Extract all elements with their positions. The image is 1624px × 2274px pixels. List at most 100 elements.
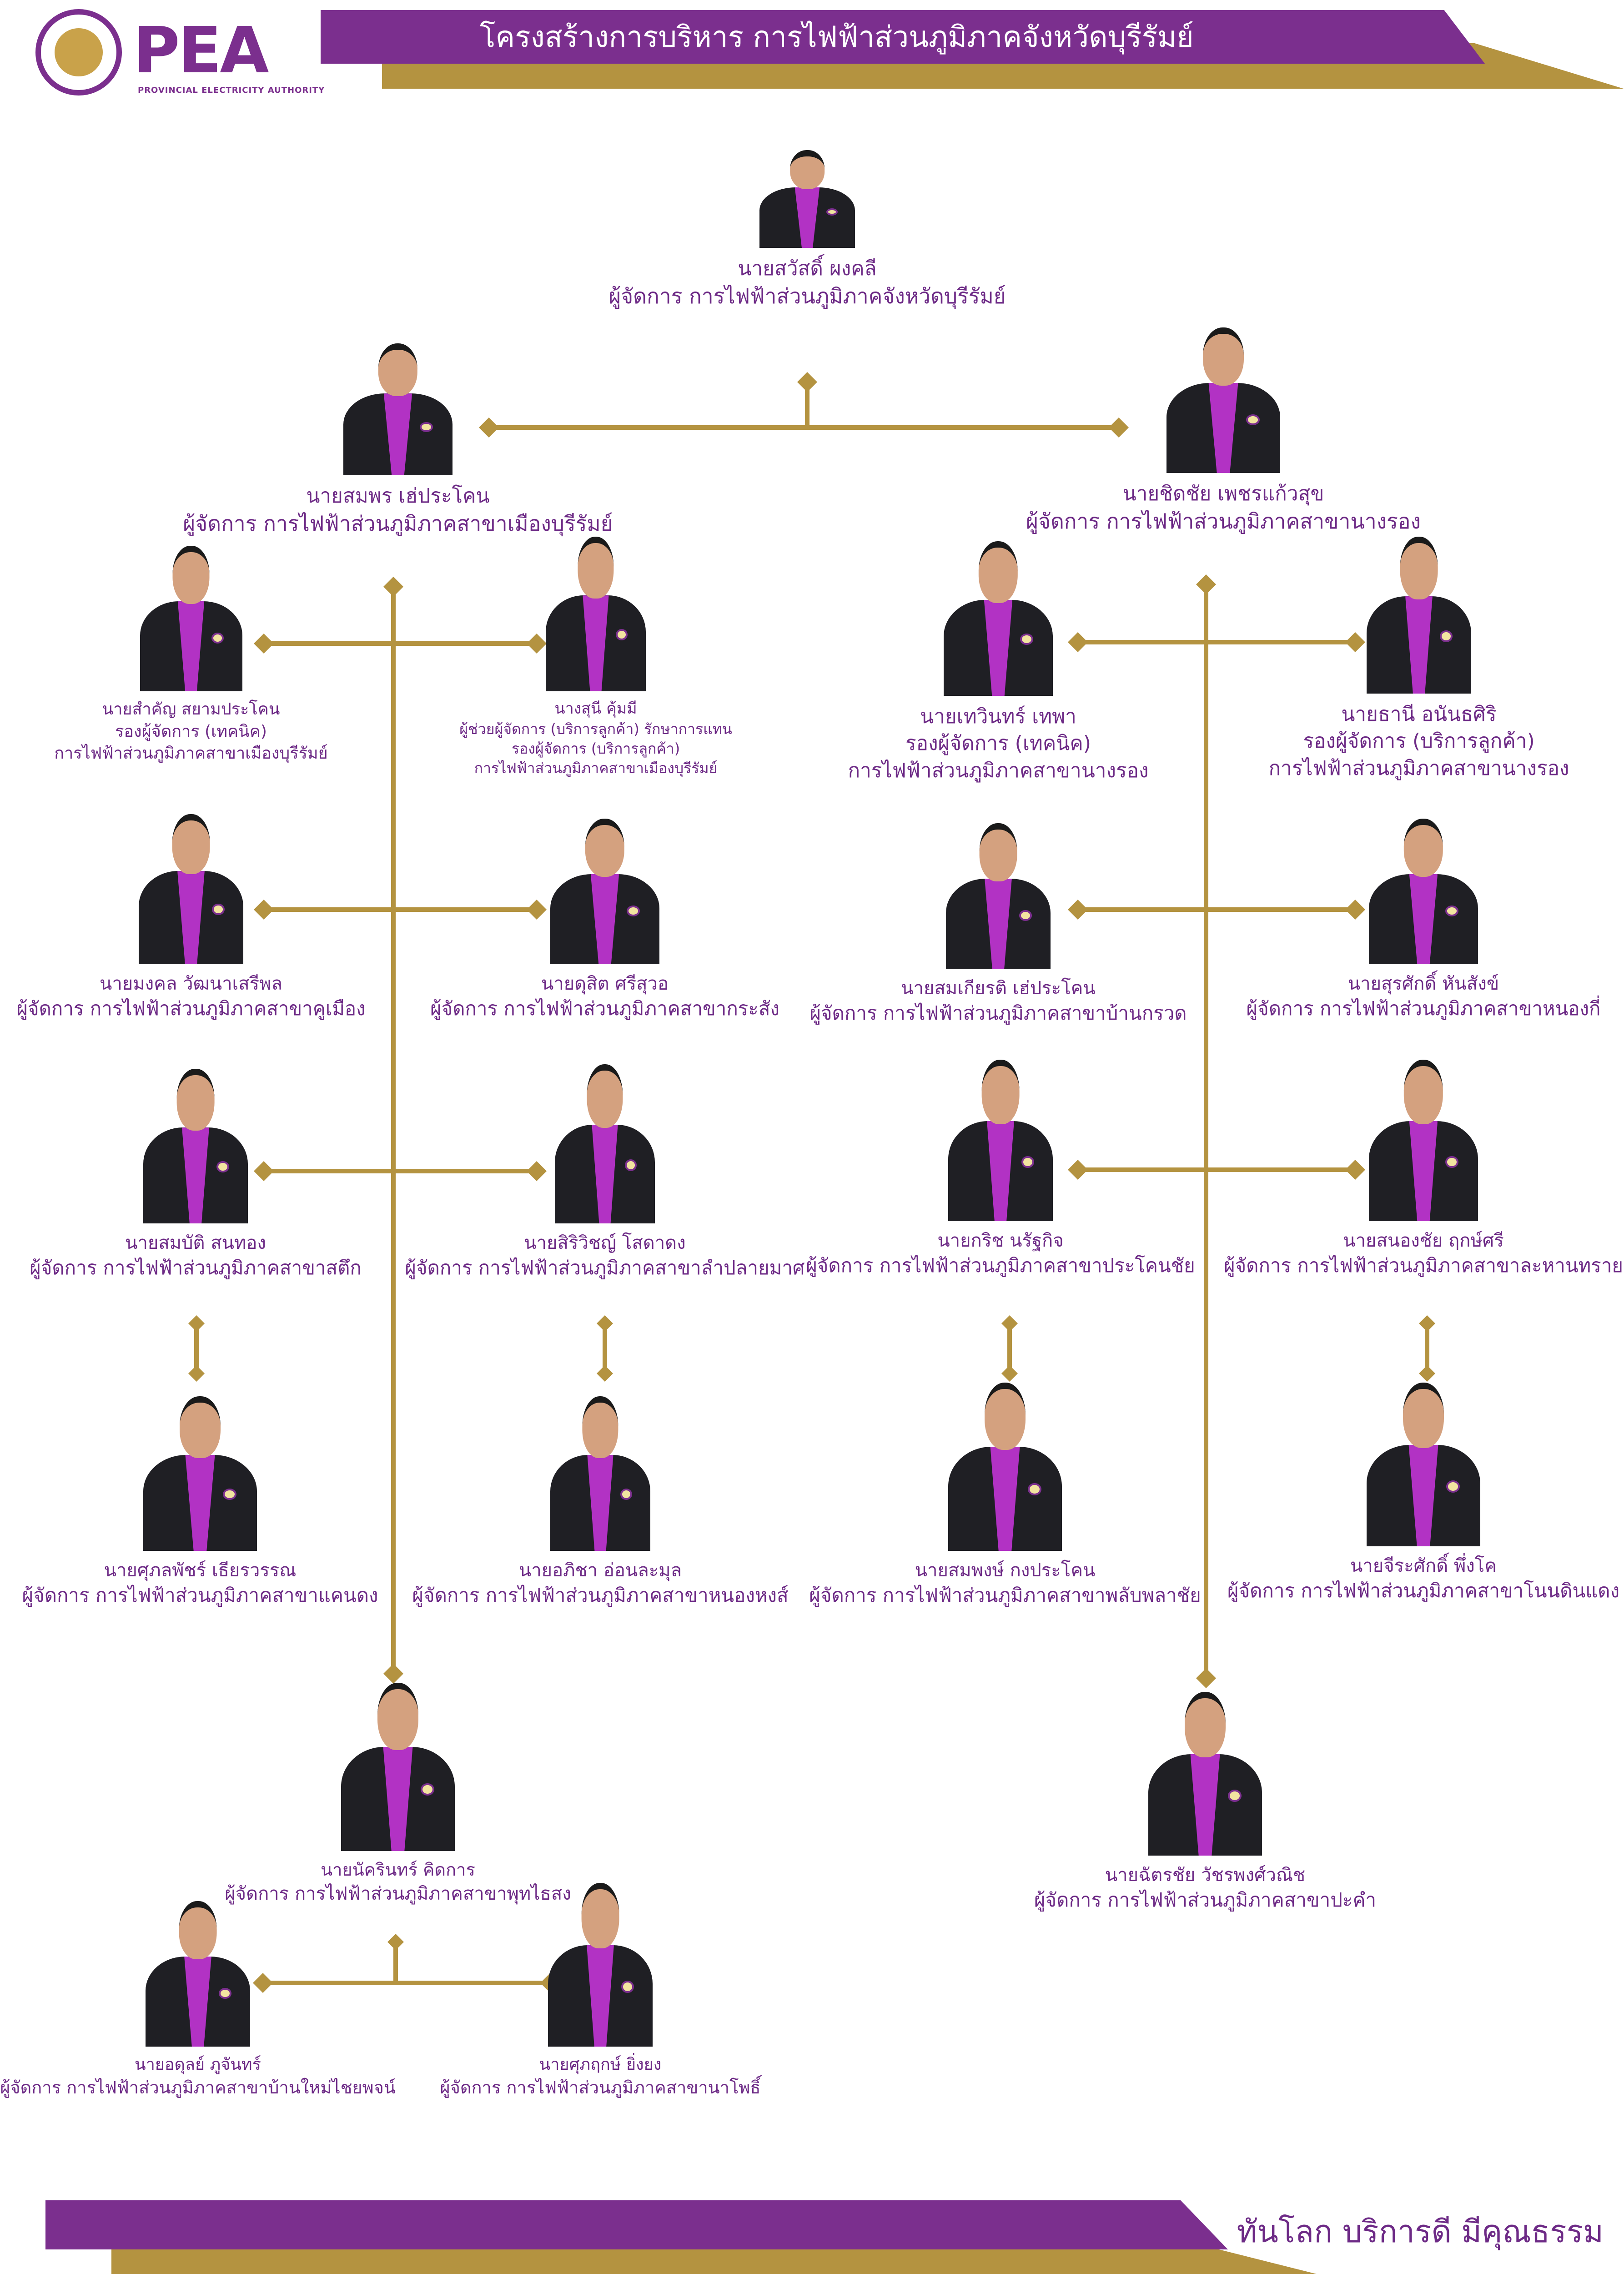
- person-card: นายอดุลย์ ภูจันทร์ผู้จัดการ การไฟฟ้าส่วน…: [0, 1901, 425, 2099]
- footer-banner: [45, 2200, 1228, 2249]
- person-position: รองผู้จัดการ (เทคนิค): [905, 732, 1091, 755]
- person-photo: [550, 1396, 650, 1551]
- footer-slogan: ทันโลก บริการดี มีคุณธรรม: [1237, 2214, 1604, 2250]
- person-photo: [140, 546, 242, 691]
- connector-diamond: [479, 418, 499, 438]
- connector-diamond: [1196, 1668, 1216, 1688]
- person-position: รองผู้จัดการ (บริการลูกค้า): [1303, 729, 1535, 753]
- person-position: ผู้จัดการ การไฟฟ้าส่วนภูมิภาคสาขาปะคำ: [1034, 1889, 1377, 1911]
- person-card: นายธานี อนันธศิริรองผู้จัดการ (บริการลูก…: [1192, 537, 1624, 782]
- connector-diamond: [188, 1365, 205, 1382]
- person-card: นายศุภฤกษ์ ยิ่งยงผู้จัดการ การไฟฟ้าส่วนภ…: [373, 1883, 828, 2099]
- person-name: นายฉัตรชัย วัชรพงศ์วณิช: [1105, 1865, 1306, 1886]
- person-position: ผู้จัดการ การไฟฟ้าส่วนภูมิภาคสาขากระสัง: [430, 997, 780, 1020]
- connector-diamond: [254, 634, 274, 654]
- person-photo: [1367, 1383, 1480, 1546]
- connector-diamond: [597, 1315, 613, 1332]
- person-photo: [1166, 327, 1280, 473]
- person-name: นายศุภฤกษ์ ยิ่งยง: [539, 2055, 662, 2074]
- person-position: ผู้จัดการ การไฟฟ้าส่วนภูมิภาคสาขาเมืองบุ…: [183, 511, 613, 536]
- person-name: นายสำคัญ สยามประโคน: [102, 700, 280, 719]
- person-position: ผู้จัดการ การไฟฟ้าส่วนภูมิภาคสาขาละหานทร…: [1223, 1254, 1624, 1277]
- page-title: โครงสร้างการบริหาร การไฟฟ้าส่วนภูมิภาคจั…: [480, 20, 1194, 54]
- person-position: ผู้จัดการ การไฟฟ้าส่วนภูมิภาคสาขาหนองหงส…: [412, 1584, 789, 1606]
- person-photo: [555, 1064, 655, 1223]
- person-card: นายสมบัติ สนทองผู้จัดการ การไฟฟ้าส่วนภูม…: [0, 1069, 423, 1281]
- person-photo: [1148, 1692, 1262, 1856]
- connector-diamond: [1345, 632, 1365, 652]
- connector-diamond: [253, 1973, 273, 1993]
- person-position: รองผู้จัดการ (เทคนิค): [115, 722, 267, 741]
- connector-diamond: [1068, 1160, 1088, 1180]
- person-card: นางสุนี คุ้มมีผู้ช่วยผู้จัดการ (บริการลู…: [368, 537, 823, 778]
- person-photo: [146, 1901, 250, 2047]
- person-name: นายสมบัติ สนทอง: [125, 1233, 266, 1253]
- person-card: นายกริช นรัฐกิจผู้จัดการ การไฟฟ้าส่วนภูม…: [773, 1060, 1228, 1279]
- person-position: ผู้จัดการ การไฟฟ้าส่วนภูมิภาคสาขาโนนดินแ…: [1227, 1580, 1620, 1602]
- person-photo: [139, 814, 243, 964]
- connector-diamond: [1001, 1315, 1018, 1332]
- connector-diamond: [1419, 1315, 1435, 1332]
- person-card: นายอภิชา อ่อนละมุลผู้จัดการ การไฟฟ้าส่วน…: [373, 1396, 828, 1609]
- person-photo: [550, 819, 659, 964]
- pea-logo: PEA PROVINCIAL ELECTRICITY AUTHORITY: [35, 9, 324, 107]
- connector-diamond: [254, 900, 274, 920]
- connector-diamond: [527, 1161, 547, 1181]
- person-department: การไฟฟ้าส่วนภูมิภาคสาขานางรอง: [848, 759, 1149, 782]
- person-card: นายสนองชัย ฤกษ์ศรีผู้จัดการ การไฟฟ้าส่วน…: [1196, 1060, 1624, 1279]
- connector-diamond: [1345, 900, 1365, 920]
- person-photo: [548, 1883, 653, 2047]
- person-position: ผู้ช่วยผู้จัดการ (บริการลูกค้า) รักษาการ…: [459, 720, 732, 738]
- person-position: ผู้จัดการ การไฟฟ้าส่วนภูมิภาคสาขาพลับพลา…: [809, 1584, 1201, 1606]
- connector-diamond: [188, 1315, 205, 1332]
- person-name: นายเทวินทร์ เทพา: [920, 705, 1076, 728]
- person-name: นายธานี อนันธศิริ: [1341, 703, 1497, 726]
- person-card: นายชิดชัย เพชรแก้วสุขผู้จัดการ การไฟฟ้าส…: [996, 327, 1451, 535]
- person-position-acting: รองผู้จัดการ (บริการลูกค้า): [511, 740, 680, 758]
- person-name: นายจีระศักดิ์ พึ่งโค: [1350, 1555, 1497, 1576]
- person-position: ผู้จัดการ การไฟฟ้าส่วนภูมิภาคสาขาบ้านใหม…: [0, 2077, 396, 2098]
- person-name: นายสมเกียรติ เฮ่ประโคน: [901, 978, 1096, 999]
- connector-diamond: [383, 577, 403, 597]
- person-photo: [546, 537, 646, 691]
- person-department: การไฟฟ้าส่วนภูมิภาคสาขาเมืองบุรีรัมย์: [474, 760, 718, 777]
- connector-diamond: [1419, 1365, 1435, 1382]
- person-photo: [343, 343, 453, 475]
- logo-text: PEA: [133, 14, 269, 88]
- person-name: นายมงคล วัฒนาเสรีพล: [100, 973, 282, 994]
- person-name: นายอดุลย์ ภูจันทร์: [134, 2055, 261, 2074]
- person-photo: [759, 150, 855, 248]
- connector-diamond: [1109, 418, 1129, 438]
- person-name: นายสมพงษ์ กงประโคน: [915, 1560, 1096, 1581]
- person-photo: [143, 1396, 257, 1551]
- person-card: นายดุสิต ศรีสุวอผู้จัดการ การไฟฟ้าส่วนภู…: [377, 819, 832, 1022]
- person-position: ผู้จัดการ การไฟฟ้าส่วนภูมิภาคสาขาคูเมือง: [16, 997, 366, 1020]
- person-card: นายสมพร เฮ่ประโคนผู้จัดการ การไฟฟ้าส่วนภ…: [171, 343, 625, 538]
- person-photo: [1367, 537, 1471, 694]
- person-name: นายสุรศักดิ์ หันสังข์: [1347, 973, 1499, 994]
- person-photo: [341, 1683, 455, 1851]
- connector-diamond: [1068, 632, 1088, 652]
- person-photo: [948, 1060, 1053, 1221]
- connector-diamond: [383, 1664, 403, 1684]
- connector-diamond: [1196, 574, 1216, 594]
- person-photo: [944, 541, 1053, 696]
- person-photo: [946, 823, 1051, 969]
- connector-diamond: [797, 372, 817, 392]
- person-card: นายมงคล วัฒนาเสรีพลผู้จัดการ การไฟฟ้าส่ว…: [0, 814, 418, 1022]
- person-position: ผู้จัดการ การไฟฟ้าส่วนภูมิภาคสาขาประโคนช…: [806, 1254, 1195, 1277]
- connector-diamond: [527, 900, 547, 920]
- connector-diamond: [1345, 1160, 1365, 1180]
- person-position: ผู้จัดการ การไฟฟ้าส่วนภูมิภาคสาขาแคนดง: [22, 1584, 378, 1606]
- person-position: ผู้จัดการ การไฟฟ้าส่วนภูมิภาคสาขานางรอง: [1026, 509, 1421, 534]
- person-card: นายนัครินทร์ คิดการผู้จัดการ การไฟฟ้าส่ว…: [171, 1683, 625, 1906]
- person-name: นางสุนี คุ้มมี: [554, 699, 637, 718]
- person-card: นายสมพงษ์ กงประโคนผู้จัดการ การไฟฟ้าส่วน…: [778, 1383, 1232, 1609]
- person-name: นายนัครินทร์ คิดการ: [321, 1860, 475, 1880]
- person-photo: [1369, 1060, 1478, 1221]
- person-name: นายชิดชัย เพชรแก้วสุข: [1122, 482, 1324, 505]
- person-card: นายสำคัญ สยามประโคนรองผู้จัดการ (เทคนิค)…: [0, 546, 418, 765]
- person-card: นายจีระศักดิ์ พึ่งโคผู้จัดการ การไฟฟ้าส่…: [1196, 1383, 1624, 1604]
- person-card: นายสมเกียรติ เฮ่ประโคนผู้จัดการ การไฟฟ้า…: [771, 823, 1226, 1026]
